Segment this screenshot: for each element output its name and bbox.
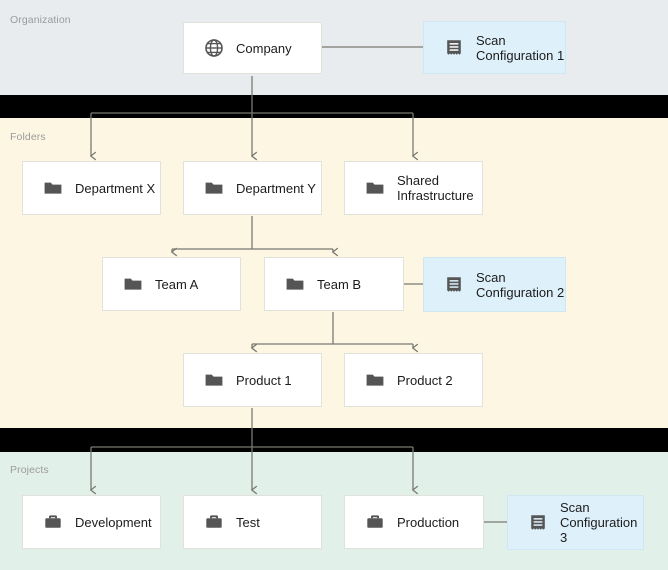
lane-organization [0,0,668,95]
node-product-1[interactable]: Product 1 [183,353,322,407]
globe-icon [204,38,224,58]
briefcase-icon [204,512,224,532]
node-label: Company [236,40,292,56]
node-label: Department Y [236,180,316,196]
folder-icon [204,370,224,390]
node-department-y[interactable]: Department Y [183,161,322,215]
node-label: Scan Configuration 3 [560,500,638,545]
node-production[interactable]: Production [344,495,484,549]
node-label: Development [75,514,152,530]
node-product-2[interactable]: Product 2 [344,353,483,407]
lane-label-projects: Projects [10,464,49,476]
node-shared-infrastructure[interactable]: Shared Infrastructure [344,161,483,215]
folder-icon [365,178,385,198]
folder-icon [123,274,143,294]
node-label: Test [236,514,260,530]
briefcase-icon [365,512,385,532]
node-team-a[interactable]: Team A [102,257,241,311]
node-label: Department X [75,180,156,196]
folder-icon [43,178,63,198]
node-label: Production [397,514,460,530]
receipt-icon [444,38,464,58]
node-scan-configuration-1[interactable]: Scan Configuration 1 [423,21,566,74]
folder-icon [204,178,224,198]
folder-icon [365,370,385,390]
node-label: Product 2 [397,372,453,388]
node-company[interactable]: Company [183,22,322,74]
node-label: Scan Configuration 2 [476,269,565,300]
node-test[interactable]: Test [183,495,322,549]
receipt-icon [444,275,464,295]
node-label: Product 1 [236,372,292,388]
lane-label-folders: Folders [10,131,46,143]
briefcase-icon [43,512,63,532]
node-team-b[interactable]: Team B [264,257,404,311]
node-label: Shared Infrastructure [397,173,474,203]
receipt-icon [528,513,548,533]
node-development[interactable]: Development [22,495,161,549]
node-department-x[interactable]: Department X [22,161,161,215]
node-label: Scan Configuration 1 [476,32,565,63]
node-scan-configuration-2[interactable]: Scan Configuration 2 [423,257,566,312]
node-label: Team B [317,276,362,292]
lane-label-organization: Organization [10,14,71,26]
folder-icon [285,274,305,294]
node-scan-configuration-3[interactable]: Scan Configuration 3 [507,495,644,550]
node-label: Team A [155,276,199,292]
